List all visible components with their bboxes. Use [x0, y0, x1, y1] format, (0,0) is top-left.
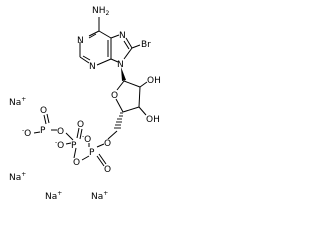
bond-c5-c6 — [98, 30, 112, 39]
n3-label: N — [89, 62, 96, 72]
purine-bonds — [79, 17, 141, 66]
counter-ions: Na+ Na+ Na+ Na+ — [9, 96, 108, 202]
sodium-ion: Na+ — [9, 171, 26, 183]
bond-c2-n3 — [79, 56, 90, 64]
bond-c8-n9 — [123, 47, 133, 60]
bond-c8-br — [131, 44, 141, 49]
hydroxyl-3-label: OH — [146, 115, 160, 125]
sodium-ion: Na+ — [91, 190, 108, 202]
atom-labels: NH2 N N N N Br O OH OH O O -O P O O -O P… — [22, 6, 161, 175]
n1-label: N — [77, 36, 84, 46]
bond-n3-c4 — [96, 58, 112, 66]
wedge-bond-n9-c1prime — [121, 67, 126, 81]
phosphate-1-p-label: P — [40, 126, 46, 136]
bond-c4prime-c3prime — [122, 106, 140, 113]
phosphate-3-o-minus-label: -O — [82, 133, 91, 145]
n7-label: N — [119, 31, 126, 41]
ring-oxygen-label: O — [111, 91, 118, 101]
sodium-ion: Na+ — [45, 190, 62, 202]
sodium-ion: Na+ — [9, 96, 26, 108]
n9-label: N — [117, 60, 124, 70]
bond-o4prime-c4prime — [115, 98, 124, 113]
chemical-structure-diagram: NH2 N N N N Br O OH OH O O -O P O O -O P… — [9, 6, 161, 202]
bond-p1-o-minus — [33, 131, 41, 134]
bond-n9-c4 — [110, 58, 119, 63]
bond-n7-c8-double — [123, 40, 130, 50]
phosphate-1-bridge-o-label: O — [57, 127, 64, 137]
ribose-bonds — [107, 67, 148, 140]
phosphate-1-o-minus-label: -O — [22, 127, 31, 139]
bond-c1prime-o4prime — [116, 80, 125, 91]
bond-p1-o-double-a — [43, 114, 47, 125]
phosphate-2-bridge-o-label: O — [73, 158, 80, 168]
phosphate-3-p-label: P — [89, 148, 95, 158]
phosphate-1-o-double-label: O — [40, 106, 47, 116]
amine-label: NH2 — [92, 6, 110, 17]
phosphate-2-p-label: P — [71, 141, 77, 151]
phosphate-2-o-double-label: O — [77, 120, 84, 130]
bond-c6-n1 — [88, 30, 100, 37]
bond-c6-n1-double — [88, 33, 97, 39]
bond-c2-n3-double — [82, 55, 91, 61]
bromine-label: Br — [141, 40, 151, 50]
bond-c3prime-c2prime — [138, 86, 141, 108]
phosphate-2-o-minus-label: -O — [55, 139, 64, 151]
bond-p2-o-minus — [65, 142, 72, 145]
bond-c5-n7 — [110, 34, 120, 39]
ester-oxygen-label: O — [104, 139, 111, 149]
bond-p2-bridge-o-2 — [65, 132, 74, 141]
bond-n7-c8 — [125, 37, 133, 49]
phosphate-bonds — [33, 113, 107, 167]
bond-p3-bridge-o — [81, 155, 90, 161]
hydroxyl-2-label: OH — [147, 76, 161, 86]
bond-c2prime-c1prime — [123, 80, 141, 88]
bond-p3-o-double-b — [98, 153, 107, 165]
bond-p3-o5prime — [96, 143, 105, 148]
hash-bond-c4prime-c5prime — [114, 112, 123, 129]
bond-p1-o-double-b — [46, 113, 50, 124]
bond-p2-bridge-o — [73, 147, 77, 159]
bond-c5prime-o5prime — [107, 130, 118, 140]
bond-p3-o-double-a — [96, 155, 105, 167]
bond-c3prime-oh — [138, 106, 147, 116]
phosphate-3-o-double-label: O — [104, 165, 111, 175]
bond-p2-o-double-b — [79, 128, 83, 140]
bond-p2-o-double-a — [76, 127, 80, 139]
bond-c2prime-oh — [139, 81, 148, 88]
